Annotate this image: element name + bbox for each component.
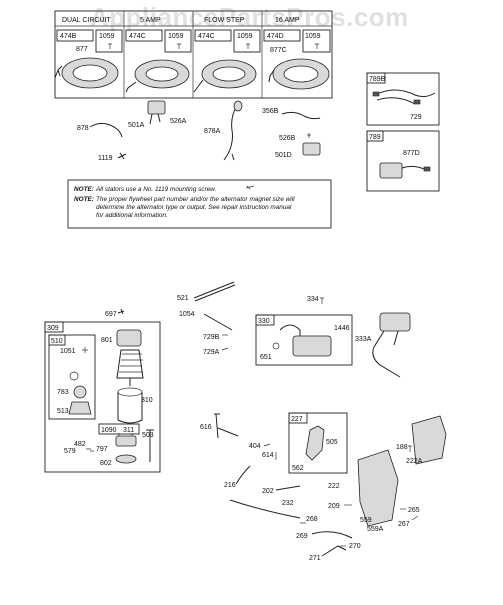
label-222: 222 <box>328 483 340 490</box>
kit-789b-header: 789B <box>369 76 386 83</box>
starter-box-309-label: 309 <box>47 325 59 332</box>
stator-screw-1059-b: 1059 <box>168 33 184 40</box>
stator-kit-474d: 474D <box>267 33 284 40</box>
label-333a: 333A <box>355 336 372 343</box>
label-1051: 1051 <box>60 348 76 355</box>
kit-789-part-877d: 877D <box>403 150 420 157</box>
ignition-box-330: 330 1446 651 <box>255 314 353 366</box>
watermark: AppliancePartsPros.com <box>90 2 409 32</box>
label-232: 232 <box>282 500 294 507</box>
label-801: 801 <box>101 337 113 344</box>
label-614: 614 <box>262 452 274 459</box>
label-526a: 526A <box>170 118 187 125</box>
label-265: 265 <box>408 507 420 514</box>
stator-screw-1059-d: 1059 <box>305 33 321 40</box>
stator-kit-474b: 474B <box>60 33 77 40</box>
kit-789-header: 789 <box>369 134 381 141</box>
kit-789: 789 877D <box>366 130 440 192</box>
stator-kit-474c-b: 474C <box>198 33 215 40</box>
label-513: 513 <box>57 408 69 415</box>
ignition-accessories: 521 1054 729B 729A 334 333A <box>177 281 411 378</box>
label-1446: 1446 <box>334 325 350 332</box>
label-268: 268 <box>306 516 318 523</box>
label-729a: 729A <box>203 349 220 356</box>
label-1054: 1054 <box>179 311 195 318</box>
label-404: 404 <box>249 443 261 450</box>
label-269: 269 <box>296 533 308 540</box>
label-878a: 878A <box>204 128 221 135</box>
label-216: 216 <box>224 482 236 489</box>
governor-throttle-group: 616 404 614 227 505 562 216 202 232 268 … <box>200 412 447 562</box>
note2-line1: The proper flywheel part number and/or t… <box>96 196 295 203</box>
note2-line3: for additional information. <box>96 212 168 219</box>
label-310: 310 <box>141 397 153 404</box>
label-878: 878 <box>77 125 89 132</box>
starter-box-510-label: 510 <box>51 338 63 345</box>
stator-frame <box>54 10 333 99</box>
label-559a: 559A <box>367 526 384 533</box>
label-311: 311 <box>123 427 134 434</box>
starter-box-1090-label: 1090 <box>101 427 117 434</box>
label-559: 559 <box>360 517 372 524</box>
stator-header-flow-step: FLOW STEP <box>204 17 245 24</box>
label-334: 334 <box>307 296 319 303</box>
label-802: 802 <box>100 460 112 467</box>
label-270: 270 <box>349 543 361 550</box>
stator-header-16-amp: 16 AMP <box>275 17 300 24</box>
label-503: 503 <box>142 432 154 439</box>
label-482: 482 <box>74 441 86 448</box>
stator-header-dual-circuit: DUAL CIRCUIT <box>62 17 111 24</box>
stator-part-877c: 877C <box>270 47 287 54</box>
note1-text: All stators use a No. 1119 mounting scre… <box>95 186 216 193</box>
label-697: 697 <box>105 311 117 318</box>
throttle-box-header: 227 <box>291 416 303 423</box>
starter-box-309 <box>44 321 161 473</box>
label-222a: 222A <box>406 458 423 465</box>
stator-kit-474c-a: 474C <box>129 33 146 40</box>
note2-label: NOTE: <box>74 196 94 203</box>
label-562: 562 <box>292 465 304 472</box>
label-783: 783 <box>57 389 69 396</box>
label-209: 209 <box>328 503 340 510</box>
label-651: 651 <box>260 354 272 361</box>
stator-screw-1059-a: 1059 <box>99 33 115 40</box>
label-729b: 729B <box>203 334 220 341</box>
label-505: 505 <box>326 439 338 446</box>
label-616: 616 <box>200 424 212 431</box>
kit-789b: 789B 729 <box>366 72 440 126</box>
label-501d: 501D <box>275 152 292 159</box>
stator-group: DUAL CIRCUIT 5 AMP FLOW STEP 16 AMP 474B… <box>54 10 333 99</box>
label-797: 797 <box>96 446 108 453</box>
label-267: 267 <box>398 521 410 528</box>
stator-header-5-amp: 5 AMP <box>140 17 161 24</box>
label-202: 202 <box>262 488 274 495</box>
label-188: 188 <box>396 444 408 451</box>
note1-label: NOTE: <box>74 186 94 193</box>
stator-screw-1059-c: 1059 <box>237 33 253 40</box>
ignition-box-header: 330 <box>258 318 270 325</box>
alternator-accessories: 878 501A 526A 878A 356B 526B 501D 1119 <box>77 100 321 162</box>
label-1119: 1119 <box>98 155 113 162</box>
notes-block: NOTE: All stators use a No. 1119 mountin… <box>67 179 332 229</box>
label-356b: 356B <box>262 108 279 115</box>
stator-part-877: 877 <box>76 46 88 53</box>
label-271: 271 <box>309 555 321 562</box>
label-501a: 501A <box>128 122 145 129</box>
starter-motor-group: 697 309 510 1051 783 513 801 310 1090 31… <box>44 308 161 473</box>
label-521: 521 <box>177 295 189 302</box>
kit-789b-part-729: 729 <box>410 114 422 121</box>
label-526b: 526B <box>279 135 296 142</box>
note2-line2: determine the alternator type or output.… <box>96 204 292 211</box>
label-579: 579 <box>64 448 76 455</box>
